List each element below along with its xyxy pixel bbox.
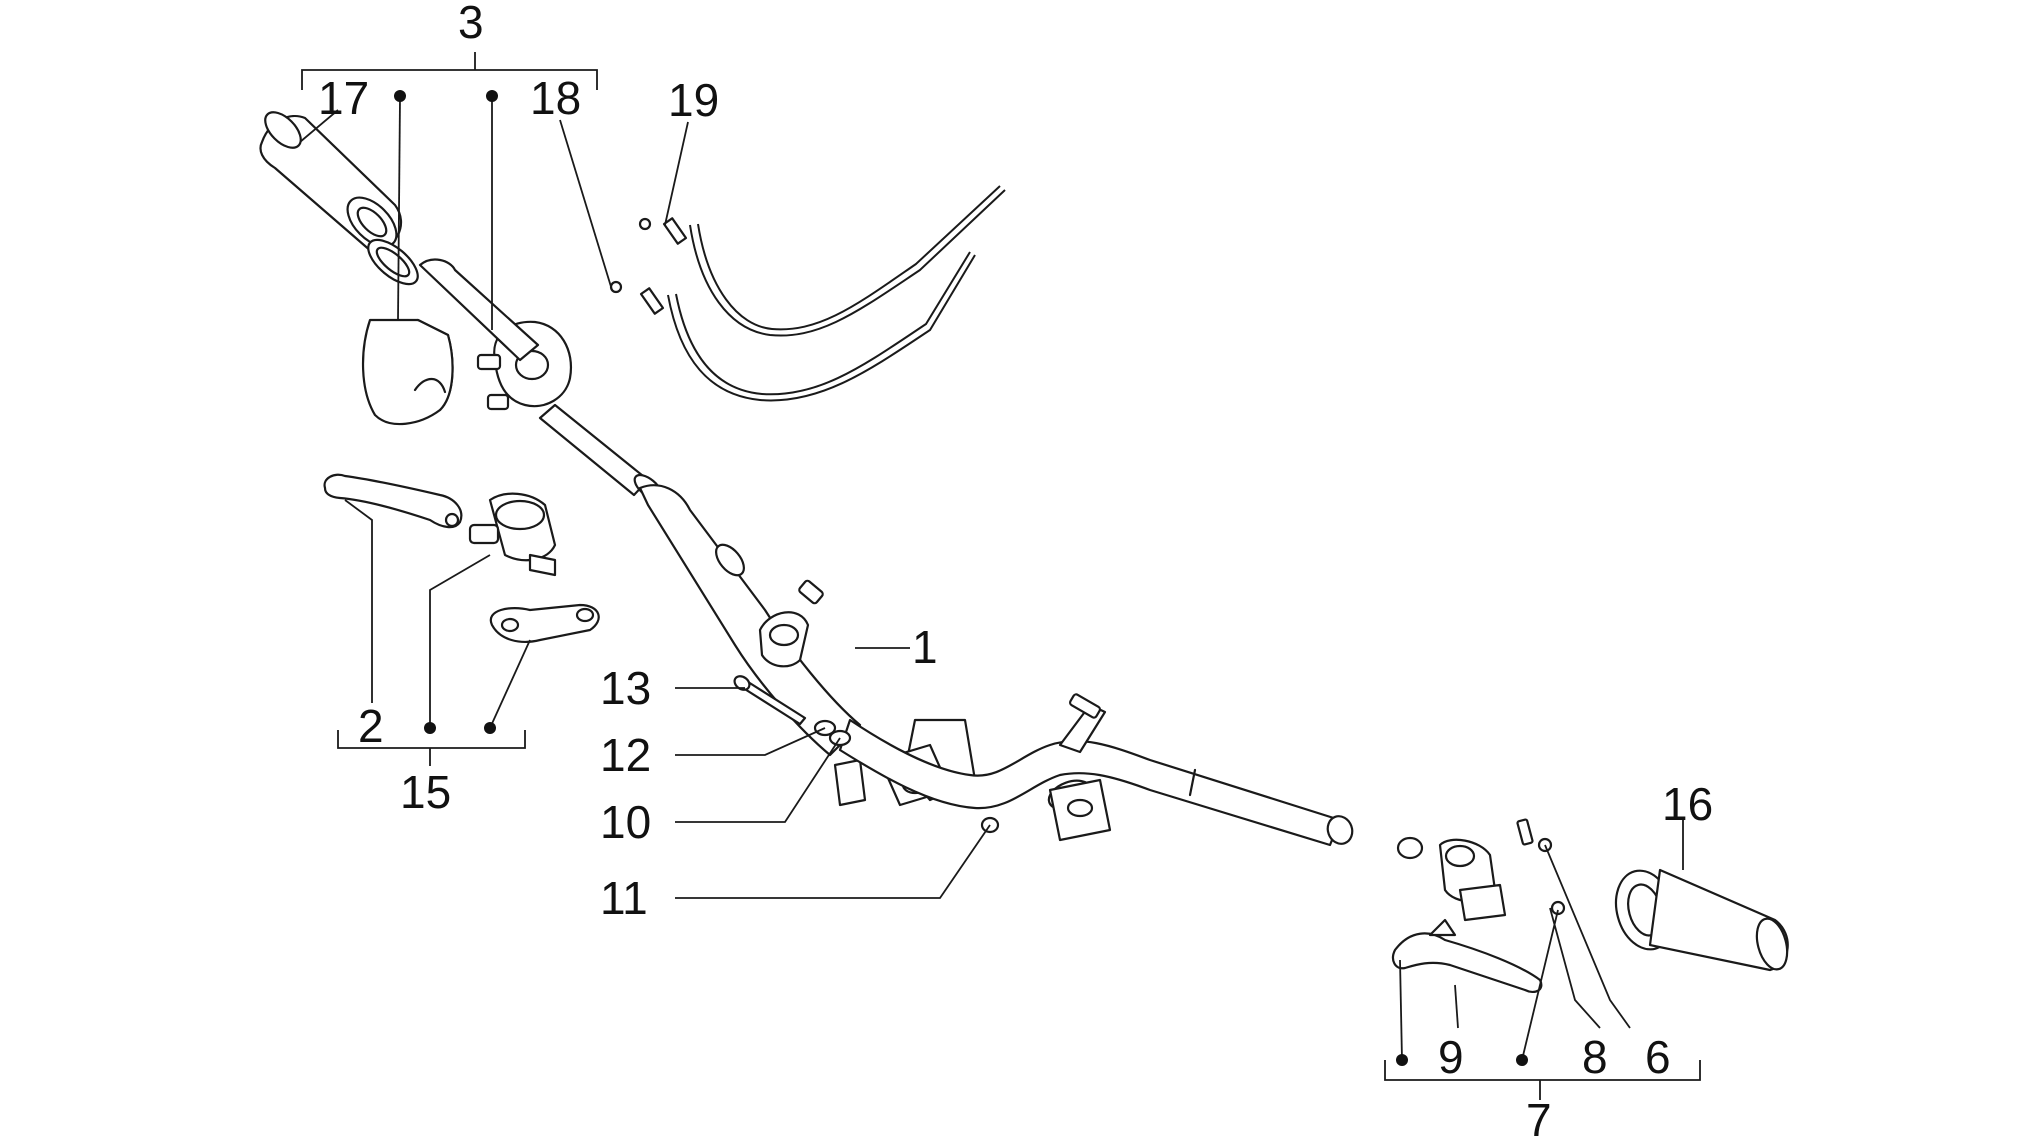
callout-10: 10 bbox=[600, 796, 651, 848]
callout-13: 13 bbox=[600, 662, 651, 714]
callout-16: 16 bbox=[1662, 778, 1713, 830]
callout-2: 2 bbox=[358, 700, 384, 752]
callout-7: 7 bbox=[1526, 1094, 1552, 1141]
right-brake-lever bbox=[1391, 918, 1543, 994]
callout-19: 19 bbox=[668, 74, 719, 126]
throttle-cables bbox=[609, 185, 1006, 402]
callout-11: 11 bbox=[600, 872, 648, 924]
callout-6: 6 bbox=[1645, 1031, 1671, 1083]
group-brackets bbox=[301, 52, 1701, 1100]
right-grip bbox=[1614, 868, 1789, 972]
left-master-cylinder bbox=[468, 492, 557, 577]
callout-8: 8 bbox=[1582, 1031, 1608, 1083]
callout-18: 18 bbox=[530, 72, 581, 124]
right-end-parts bbox=[1396, 818, 1566, 922]
left-grip bbox=[259, 111, 402, 254]
main-handlebar bbox=[838, 693, 1354, 847]
callout-15: 15 bbox=[400, 766, 451, 818]
callout-3: 3 bbox=[458, 0, 484, 48]
reference-dots bbox=[394, 90, 1528, 1066]
callout-17: 17 bbox=[318, 72, 369, 124]
left-bar-tube bbox=[418, 258, 862, 757]
callout-1: 1 bbox=[912, 621, 938, 673]
callout-12: 12 bbox=[600, 729, 651, 781]
left-brake-lever bbox=[323, 473, 463, 529]
switch-housing-cover bbox=[361, 318, 454, 426]
callout-labels: 3 17 18 19 1 13 2 12 15 10 11 16 9 8 6 7 bbox=[318, 0, 1713, 1141]
left-lever-clamp bbox=[489, 603, 600, 643]
callout-9: 9 bbox=[1438, 1031, 1464, 1083]
leader-lines bbox=[299, 97, 1684, 1061]
